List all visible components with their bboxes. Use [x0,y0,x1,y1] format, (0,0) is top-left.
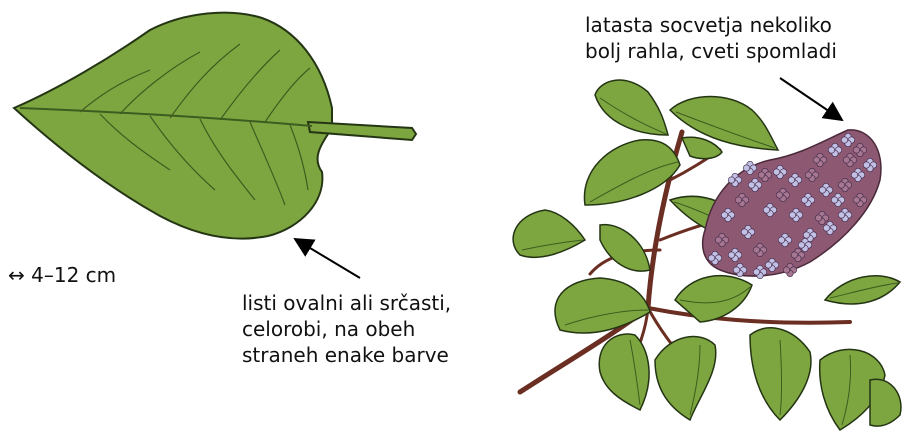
single-leaf [14,13,416,239]
leaf-note: listi ovalni ali srčasti, celorobi, na o… [242,290,451,368]
flower-note: latasta socvetja nekoliko bolj rahla, cv… [585,12,837,64]
size-label: ↔ 4–12 cm [8,262,116,288]
leaf-note-arrow [295,239,360,278]
flower-note-arrow [780,78,842,120]
leaf-note-line-1: listi ovalni ali srčasti, [242,290,451,316]
flower-note-line-1: latasta socvetja nekoliko [585,12,837,38]
flower-panicle [703,130,881,279]
flower-note-line-2: bolj rahla, cveti spomladi [585,38,837,64]
leaf-note-line-3: straneh enake barve [242,342,451,368]
leaf-note-line-2: celorobi, na obeh [242,316,451,342]
lilac-branch [513,80,901,430]
